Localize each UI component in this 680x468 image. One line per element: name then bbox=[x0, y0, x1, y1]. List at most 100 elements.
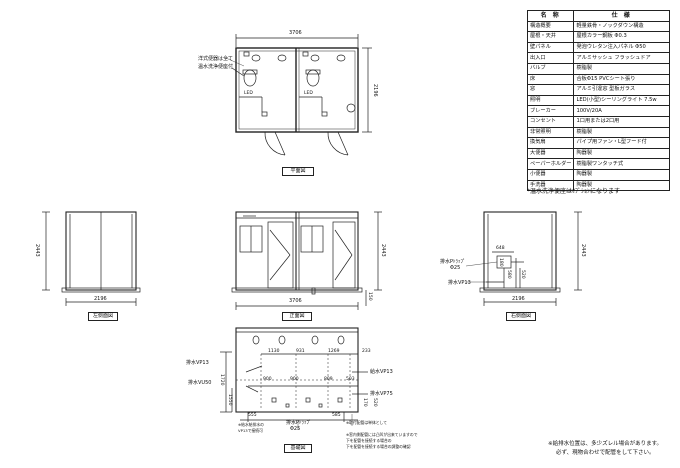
spec-row: 壁パネル発泡ウレタン注入パネル Φ50 bbox=[526, 41, 670, 54]
right-side-view bbox=[465, 211, 582, 306]
spec-row-name: 手洗器 bbox=[526, 179, 575, 192]
right-drain-trap-size: Φ25 bbox=[450, 265, 461, 271]
base-vp13-right: 給水VP13 bbox=[370, 369, 393, 375]
spec-header-spec: 仕 様 bbox=[573, 10, 670, 22]
plan-led-1: LED bbox=[244, 91, 253, 96]
spec-row: 換気扇パイプ用ファン・L型フード付 bbox=[526, 137, 670, 149]
spec-row-name: 壁パネル bbox=[526, 41, 575, 54]
spec-row-name: 小便器 bbox=[526, 168, 575, 181]
spec-row-value: 樹脂製 bbox=[573, 62, 670, 75]
right-dim-648: 648 bbox=[496, 246, 505, 251]
front-view bbox=[231, 211, 382, 310]
spec-row-value: 軽量鉄骨・ノックダウン構造 bbox=[573, 20, 670, 33]
base-note-d: ※窓内側配管には凸凹が出来ていますので bbox=[346, 432, 418, 437]
spec-row-value: 樹脂製 bbox=[573, 126, 670, 139]
base-dim-mid-3: 809 bbox=[324, 377, 333, 382]
spec-row-name: 屋根・天井 bbox=[526, 31, 575, 43]
spec-row-name: 出入口 bbox=[526, 52, 575, 64]
plan-annotation-1: 洋式便器は全て bbox=[198, 56, 234, 62]
spec-row-value: 陶器製 bbox=[573, 168, 670, 181]
base-vu50: 排水VU50 bbox=[188, 380, 212, 386]
spec-row-name: ブレーカー bbox=[526, 105, 575, 117]
spec-table-header: 名 称 仕 様 bbox=[526, 10, 670, 22]
base-dim-mid-2: 900 bbox=[290, 377, 299, 382]
spec-row-name: 照明 bbox=[526, 94, 575, 107]
right-view-label: 右側面図 bbox=[506, 312, 536, 321]
base-note-c: ※取付配管は単体として bbox=[346, 420, 388, 425]
left-height-dim: 2443 bbox=[34, 244, 40, 257]
base-dim-1550: 1550 bbox=[227, 394, 232, 406]
plan-depth-dim: 2196 bbox=[372, 84, 378, 97]
spec-row: 手洗器陶器製 bbox=[526, 179, 670, 192]
base-trap: 排水Pﾄﾗｯﾌﾟ bbox=[286, 420, 312, 426]
base-trap-size: Φ25 bbox=[290, 426, 301, 432]
spec-row-name: 床 bbox=[526, 73, 575, 86]
spec-row: 大便器陶器製 bbox=[526, 147, 670, 160]
base-dim-top-2: 931 bbox=[296, 349, 305, 354]
base-note-a: ※給水給排水の bbox=[238, 422, 264, 427]
right-dim-580: 580 bbox=[506, 270, 511, 279]
bottom-note-1: ※給排水位置は、多少ズレル場合があります。 bbox=[548, 441, 663, 447]
spec-row-value: 樹脂製ワンタッチ式 bbox=[573, 158, 670, 170]
base-dim-top-4: 233 bbox=[362, 349, 371, 354]
base-plan-label: 基礎図 bbox=[284, 444, 312, 453]
spec-row-value: 陶器製 bbox=[573, 179, 670, 192]
front-width-dim: 3706 bbox=[289, 298, 302, 304]
table-note: *温水洗浄便座はｵﾌﾟｼｮﾝになります bbox=[527, 188, 621, 195]
spec-row: 出入口アルミサッシュ フラッシュドア bbox=[526, 52, 670, 64]
spec-row: 床合板Φ15 PVCシート張り bbox=[526, 73, 670, 86]
spec-row-value: パイプ用ファン・L型フード付 bbox=[573, 137, 670, 149]
left-side-view bbox=[42, 211, 141, 306]
spec-row: 非常照明樹脂製 bbox=[526, 126, 670, 139]
spec-row-value: 発泡ウレタン注入パネル Φ50 bbox=[573, 41, 670, 54]
spec-row-name: 非常照明 bbox=[526, 126, 575, 139]
plan-view bbox=[225, 34, 372, 156]
base-dim-top-1: 1130 bbox=[268, 349, 280, 354]
spec-row: バルブ樹脂製 bbox=[526, 62, 670, 75]
right-drain-vp: 排水VP13 bbox=[448, 280, 471, 286]
spec-table: 名 称 仕 様 構造概要軽量鉄骨・ノックダウン構造屋根・天井屋根カラー鋼板 Φ0… bbox=[526, 10, 670, 192]
spec-row-value: アルミサッシュ フラッシュドア bbox=[573, 52, 670, 64]
right-dim-520: 520 bbox=[520, 270, 525, 279]
spec-row: 小便器陶器製 bbox=[526, 168, 670, 181]
base-dim-mid-1: 900 bbox=[263, 377, 272, 382]
base-vp75: 排水VP75 bbox=[370, 391, 393, 397]
spec-row-value: 陶器製 bbox=[573, 147, 670, 160]
plan-annotation-2: 温水洗浄便座付 bbox=[198, 64, 234, 70]
spec-row-value: 合板Φ15 PVCシート張り bbox=[573, 73, 670, 86]
base-plan bbox=[220, 327, 368, 430]
base-dim-1720: 1720 bbox=[219, 374, 224, 386]
base-note-f: 下を配管を接続する場合の調整の確認 bbox=[346, 444, 411, 449]
base-note-b: VP13で接続可 bbox=[238, 428, 263, 433]
spec-row-name: 大便器 bbox=[526, 147, 575, 160]
spec-row-value: アルミ引違窓 型板ガラス bbox=[573, 84, 670, 96]
plan-view-label: 平面図 bbox=[282, 167, 314, 176]
spec-row-name: 窓 bbox=[526, 84, 575, 96]
base-dim-top-3: 1269 bbox=[328, 349, 340, 354]
base-note-e: 下を配管を接続する場合の bbox=[346, 438, 392, 443]
plan-width-dim: 3706 bbox=[289, 30, 302, 36]
spec-row: 屋根・天井屋根カラー鋼板 Φ0.3 bbox=[526, 31, 670, 43]
spec-row-name: コンセント bbox=[526, 115, 575, 128]
spec-row-value: LED(小型)シーリングライト 7.5w bbox=[573, 94, 670, 107]
right-width-dim: 2196 bbox=[512, 296, 525, 302]
spec-row: 構造概要軽量鉄骨・ノックダウン構造 bbox=[526, 20, 670, 33]
front-view-label: 正面図 bbox=[282, 312, 312, 321]
plan-led-2: LED bbox=[304, 91, 313, 96]
right-drain-trap: 排水Pﾄﾗｯﾌﾟ bbox=[440, 259, 466, 265]
base-dim-555: 555 bbox=[248, 413, 257, 418]
spec-row-name: ペーパーホルダー bbox=[526, 158, 575, 170]
front-small-dim: 150 bbox=[367, 292, 372, 301]
base-dim-mid-4: 503 bbox=[346, 377, 355, 382]
bottom-note-2: 必ず、現物合わせで配管をして下さい。 bbox=[556, 450, 655, 456]
left-view-label: 左側面図 bbox=[88, 312, 118, 321]
right-height-dim: 2443 bbox=[580, 244, 586, 257]
base-vp13-left: 排水VP13 bbox=[186, 360, 209, 366]
base-dim-585: 585 bbox=[332, 413, 341, 418]
spec-header-name: 名 称 bbox=[526, 10, 575, 22]
